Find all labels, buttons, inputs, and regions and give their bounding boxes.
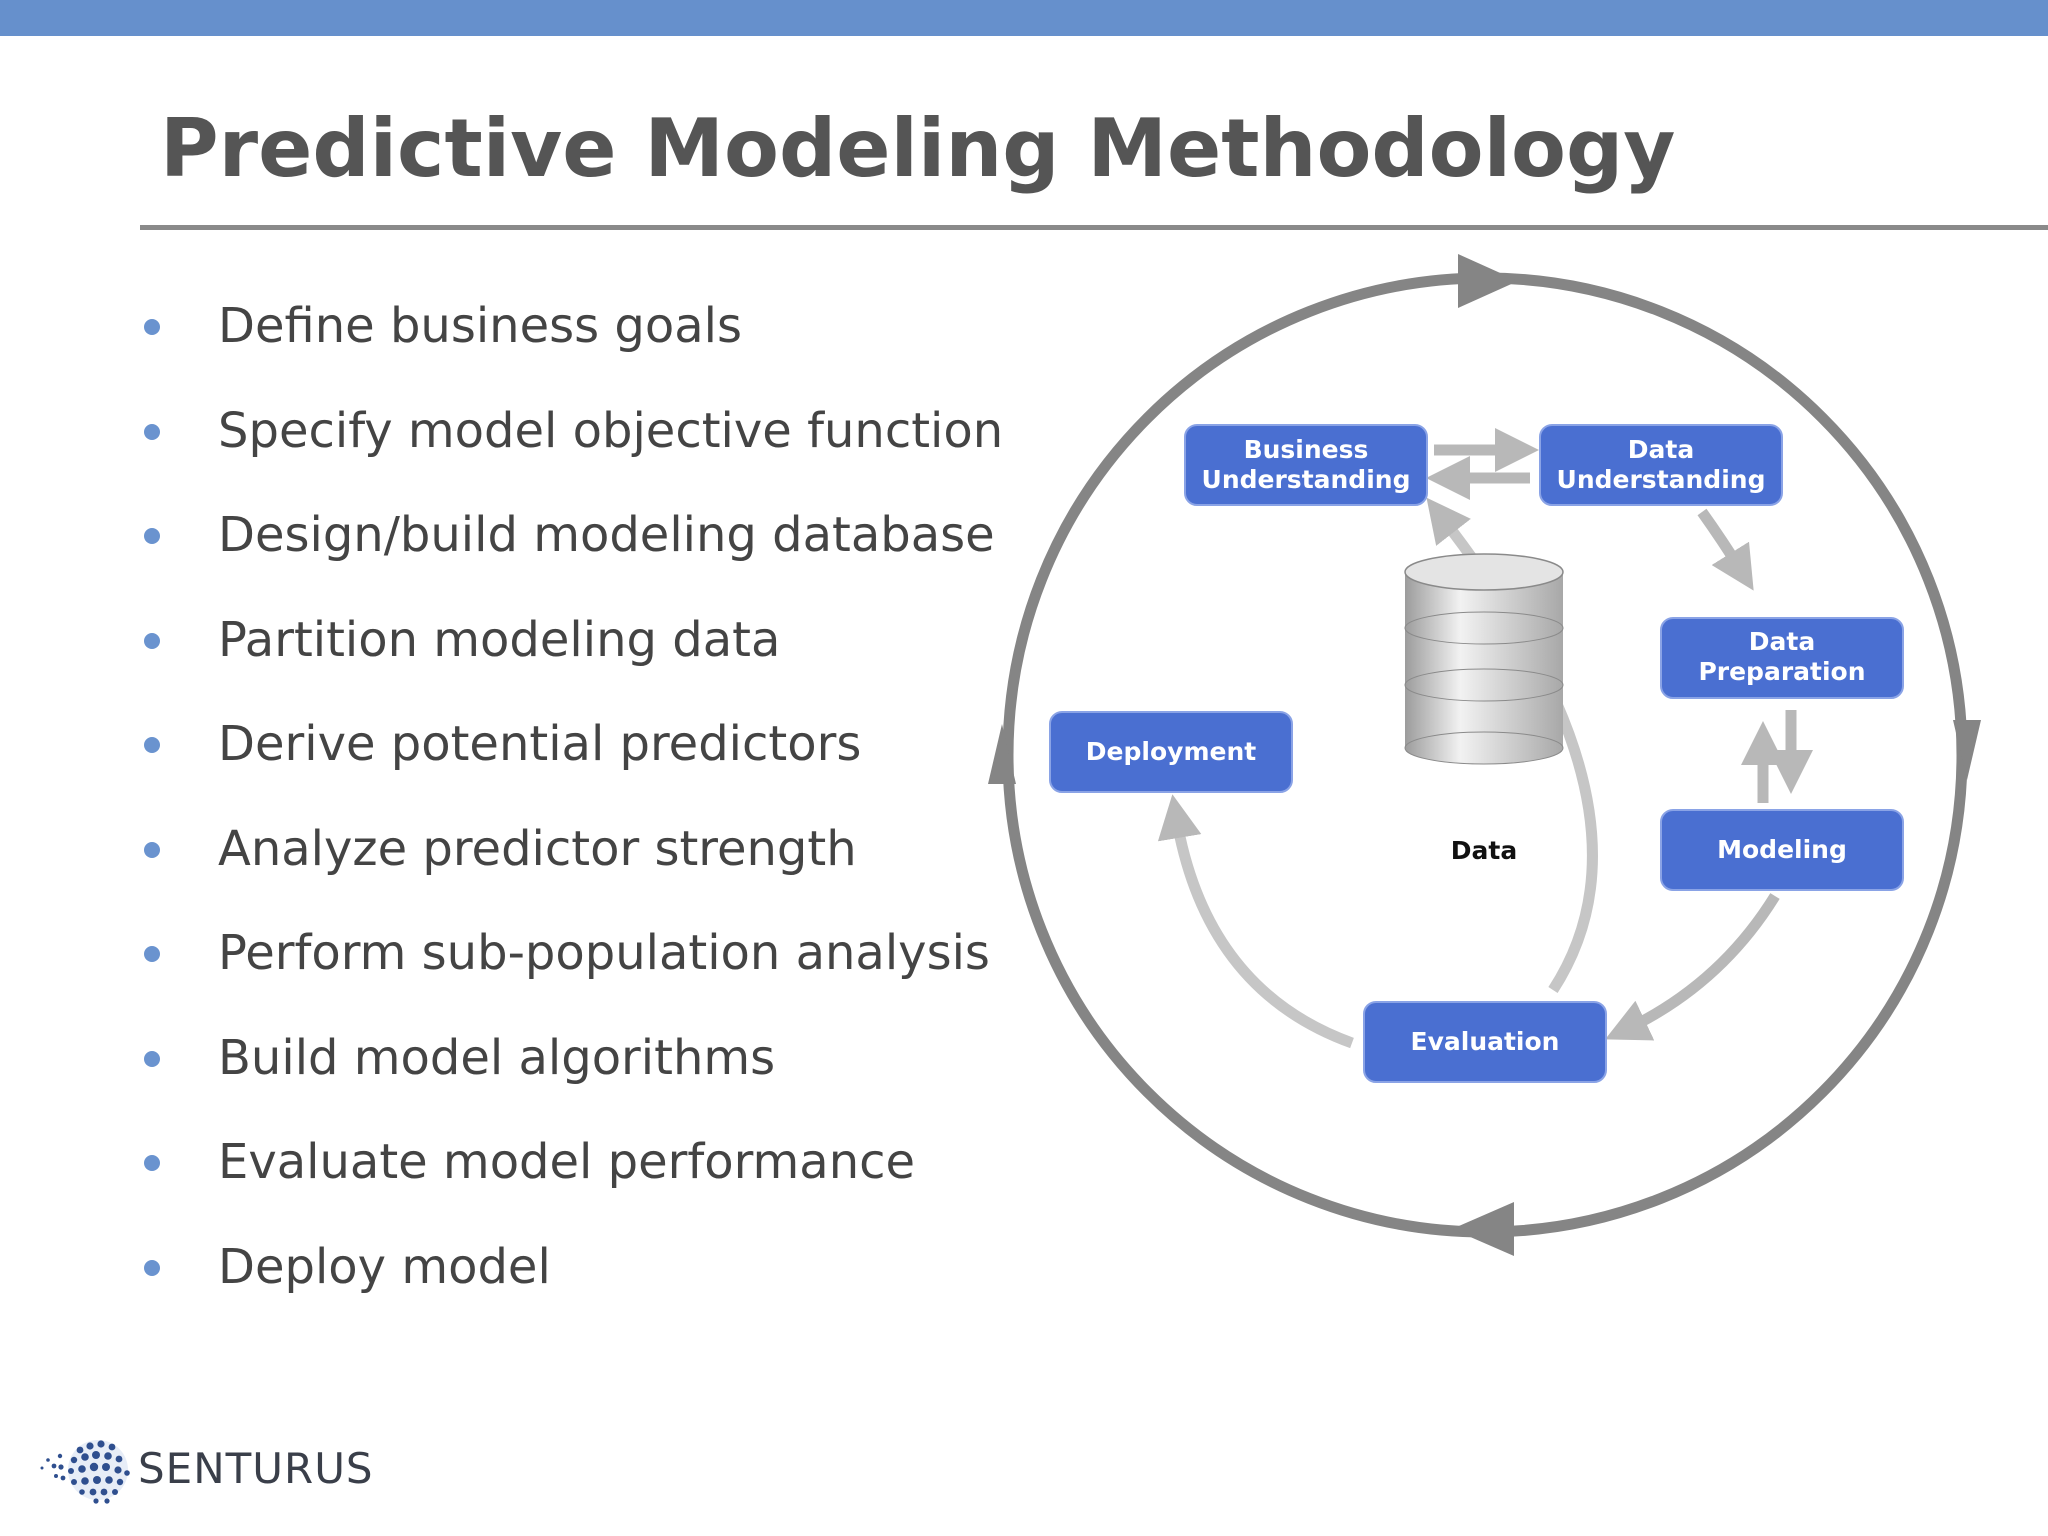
database-icon: [1404, 553, 1564, 765]
arrow-data-understanding-to-preparation: [1697, 508, 1754, 591]
step-label: Data: [1628, 435, 1694, 464]
bullet-dot-icon: [144, 423, 160, 440]
bullet-dot-icon: [144, 1050, 160, 1067]
bullet-text: Derive potential predictors: [218, 716, 862, 772]
database-label: Data: [1451, 836, 1517, 865]
bullet-text: Analyze predictor strength: [218, 820, 857, 877]
bullet-dot-icon: [144, 319, 160, 335]
cycle-arrow-bottom-icon: [1452, 1202, 1514, 1256]
top-accent-bar: [0, 0, 2048, 36]
step-data-preparation: Data Preparation: [1660, 617, 1904, 699]
bullet-dot-icon: [144, 1155, 160, 1171]
bullet-item: Analyze predictor strength: [140, 807, 1003, 912]
bullet-item: Specify model objective function: [140, 389, 1003, 494]
globe-icon: [40, 1440, 130, 1504]
bullet-dot-icon: [144, 528, 160, 544]
bullet-item: Partition modeling data: [140, 598, 1003, 703]
step-box: [1539, 424, 1783, 506]
step-evaluation: Evaluation: [1363, 1001, 1607, 1083]
bullet-item: Evaluate model performance: [140, 1120, 1003, 1225]
title-divider: [140, 225, 2048, 230]
arrow-evaluation-to-deployment: [1157, 794, 1354, 1049]
database-segment: [1404, 611, 1564, 645]
bullet-item: Build model algorithms: [140, 1016, 1003, 1121]
step-label: Preparation: [1698, 657, 1865, 686]
step-label: Business: [1244, 435, 1369, 464]
bullet-dot-icon: [144, 737, 160, 753]
bullet-text: Build model algorithms: [218, 1029, 776, 1086]
bullet-dot-icon: [144, 632, 160, 649]
cycle-arrow-top-icon: [1458, 254, 1518, 308]
step-label: Understanding: [1202, 465, 1411, 494]
bullet-text: Perform sub-population analysis: [218, 925, 990, 981]
senturus-logo: SENTURUS: [30, 1430, 373, 1510]
bullet-dot-icon: [144, 946, 160, 962]
step-box: [1363, 1001, 1607, 1083]
cycle-arrow-left-icon: [988, 724, 1016, 784]
logo-text: SENTURUS: [138, 1444, 374, 1493]
step-label: Evaluation: [1411, 1027, 1560, 1056]
bullet-dot-icon: [144, 1259, 160, 1276]
crisp-dm-cycle-diagram: Business Understanding Data Understandin…: [988, 254, 1981, 1256]
methodology-bullet-list: Define business goals Specify model obje…: [140, 284, 1003, 1329]
bullet-item: Perform sub-population analysis: [140, 911, 1003, 1016]
step-label: Modeling: [1717, 835, 1847, 864]
bullet-item: Define business goals: [140, 284, 1003, 389]
step-data-understanding: Data Understanding: [1539, 424, 1783, 506]
database-top: [1404, 553, 1564, 591]
step-modeling: Modeling: [1660, 809, 1904, 891]
step-deployment: Deployment: [1049, 711, 1293, 793]
bullet-item: Design/build modeling database: [140, 493, 1003, 598]
bullet-text: Define business goals: [218, 298, 742, 354]
step-label: Deployment: [1086, 737, 1256, 766]
bullet-dot-icon: [144, 841, 160, 858]
step-business-understanding: Business Understanding: [1184, 424, 1428, 506]
page-title: Predictive Modeling Methodology: [160, 102, 1676, 195]
arrow-modeling-to-evaluation: [1605, 893, 1780, 1041]
bullet-text: Specify model objective function: [218, 402, 1004, 459]
step-box: [1049, 711, 1293, 793]
step-box: [1184, 424, 1428, 506]
bullet-item: Deploy model: [140, 1225, 1003, 1330]
cycle-arrow-right-icon: [1953, 720, 1981, 780]
bullet-text: Partition modeling data: [218, 611, 781, 668]
step-box: [1660, 617, 1904, 699]
step-box: [1660, 809, 1904, 891]
bullet-item: Derive potential predictors: [140, 702, 1003, 807]
bullet-text: Deploy model: [218, 1238, 551, 1295]
bullet-text: Design/build modeling database: [218, 507, 995, 563]
bullet-text: Evaluate model performance: [218, 1134, 916, 1190]
step-label: Understanding: [1557, 465, 1766, 494]
database-segment: [1404, 668, 1564, 702]
step-label: Data: [1749, 627, 1815, 656]
database-segment: [1404, 731, 1564, 765]
